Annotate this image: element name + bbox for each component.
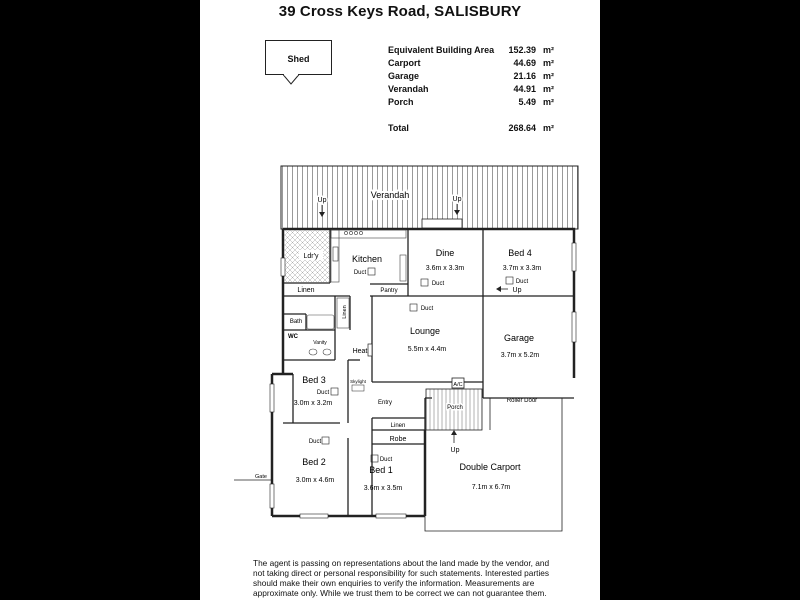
entry-label: Entry xyxy=(378,400,392,406)
area-unit: m² xyxy=(543,97,554,107)
bed3-size: 3.0m x 3.2m xyxy=(294,400,333,407)
duct-label: Duct xyxy=(421,306,434,312)
linen-label: Linen xyxy=(342,305,348,318)
bed4-size: 3.7m x 3.3m xyxy=(503,265,542,272)
area-value: 5.49 xyxy=(518,97,536,107)
up-arrow-icon: Up xyxy=(451,430,460,454)
laundry-label-bg xyxy=(299,250,323,260)
garage-label: Garage xyxy=(504,333,534,343)
duct-label: Duct xyxy=(309,439,322,445)
up-arrow-icon: Up xyxy=(496,286,522,294)
dine-window xyxy=(421,218,463,229)
duct-label: Duct xyxy=(317,390,330,396)
area-value: 44.91 xyxy=(513,84,536,94)
area-unit: m² xyxy=(543,71,554,81)
bed2-label: Bed 2 xyxy=(302,457,326,467)
area-unit: m² xyxy=(543,84,554,94)
carport-label: Double Carport xyxy=(459,462,521,472)
kitchen-label: Kitchen xyxy=(352,254,382,264)
up-arrow-icon: Up xyxy=(316,196,328,217)
area-value: 44.69 xyxy=(513,58,536,68)
duct-label: Duct xyxy=(380,457,393,463)
kitchen-counter xyxy=(330,229,340,283)
carport-size: 7.1m x 6.7m xyxy=(472,484,511,491)
duct-icon xyxy=(370,454,379,463)
kitchen-island xyxy=(399,254,407,282)
bed4-label: Bed 4 xyxy=(508,248,532,258)
up-label: Up xyxy=(451,447,460,454)
lounge-size: 5.5m x 4.4m xyxy=(408,346,447,353)
duct-icon xyxy=(505,276,514,285)
robe-label: Robe xyxy=(390,436,407,443)
area-label: Garage xyxy=(388,71,420,81)
heat-label: Heat xyxy=(353,348,368,355)
sink-icon xyxy=(332,246,339,262)
area-unit: m² xyxy=(543,45,554,55)
bed3-label: Bed 3 xyxy=(302,375,326,385)
heater-icon xyxy=(367,343,373,357)
duct-label: Duct xyxy=(354,270,367,276)
gate-label: Gate xyxy=(255,474,267,480)
skylight-icon xyxy=(351,384,365,392)
dine-size: 3.6m x 3.3m xyxy=(426,265,465,272)
dine-label: Dine xyxy=(436,248,455,258)
area-label: Equivalent Building Area xyxy=(388,45,495,55)
lounge-label: Lounge xyxy=(410,326,440,336)
duct-label: Duct xyxy=(516,279,529,285)
area-value: 152.39 xyxy=(508,45,536,55)
vanity-label: Vanity xyxy=(313,340,327,346)
pantry-label: Pantry xyxy=(380,288,397,294)
linen-label: Linen xyxy=(297,287,314,294)
bath-label: Bath xyxy=(290,319,302,325)
floorplan-sheet: 39 Cross Keys Road, SALISBURY Shed Equiv… xyxy=(200,0,600,600)
duct-icon xyxy=(367,267,376,276)
up-label: Up xyxy=(513,287,522,294)
area-total-unit: m² xyxy=(543,123,554,133)
duct-icon xyxy=(321,436,330,445)
duct-icon xyxy=(330,387,339,396)
bed1-label: Bed 1 xyxy=(369,465,393,475)
linen-label: Linen xyxy=(391,423,406,429)
ac-label: A/C xyxy=(453,382,462,388)
interior-walls xyxy=(283,229,574,516)
kitchen-counter xyxy=(330,229,407,239)
roller-door-label: Roller Door xyxy=(507,398,537,404)
duct-label: Duct xyxy=(432,281,445,287)
porch-label: Porch xyxy=(447,405,463,411)
bed1-size: 3.6m x 3.5m xyxy=(364,485,403,492)
floor-plan: Verandah Up Up xyxy=(234,165,579,532)
linen-cupboard: Linen xyxy=(336,297,350,329)
area-value: 21.16 xyxy=(513,71,536,81)
duct-icon xyxy=(409,303,418,312)
area-total-label: Total xyxy=(388,123,409,133)
duct-icon xyxy=(420,278,429,287)
bed2-size: 3.0m x 4.6m xyxy=(296,477,335,484)
bath-tub xyxy=(306,314,335,330)
basin-icon xyxy=(308,348,332,356)
shed-label: Shed xyxy=(287,54,310,64)
area-label: Porch xyxy=(388,97,414,107)
windows xyxy=(269,242,577,519)
shed-box: Shed xyxy=(265,40,332,75)
stove-icon xyxy=(344,231,363,235)
porch-area xyxy=(425,388,483,431)
up-label: Up xyxy=(318,197,327,204)
wc-label: WC xyxy=(288,334,299,340)
laundry-label: Ldr'y xyxy=(304,253,319,260)
area-unit: m² xyxy=(543,58,554,68)
verandah-label: Verandah xyxy=(371,190,410,200)
disclaimer-text: The agent is passing on representations … xyxy=(253,558,550,598)
up-label: Up xyxy=(453,196,462,203)
area-total-value: 268.64 xyxy=(508,123,536,133)
garage-size: 3.7m x 5.2m xyxy=(501,352,540,359)
area-label: Carport xyxy=(388,58,421,68)
skylight-label: Skylight xyxy=(350,379,367,384)
page-title: 39 Cross Keys Road, SALISBURY xyxy=(278,3,522,20)
area-label: Verandah xyxy=(388,84,429,94)
carport-outline xyxy=(424,397,563,532)
up-arrow-icon: Up xyxy=(451,195,463,215)
ac-box xyxy=(451,377,465,389)
shed-pointer xyxy=(283,74,300,85)
